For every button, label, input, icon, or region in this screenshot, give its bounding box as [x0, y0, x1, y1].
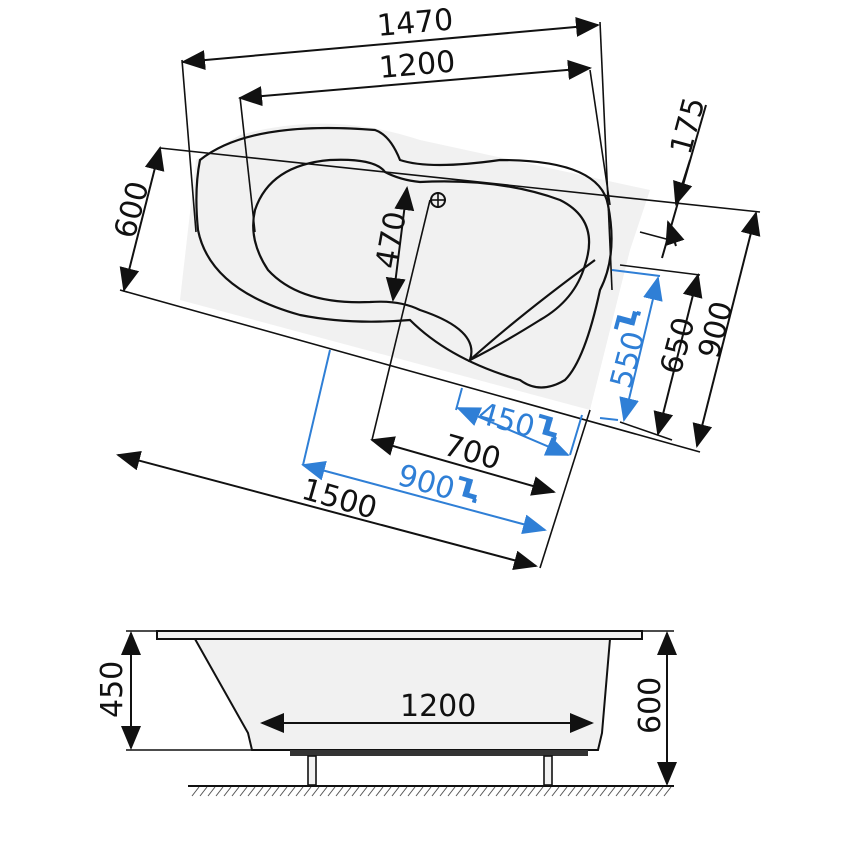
floor-hatch-mark: [559, 786, 568, 797]
dim-side-interior: 1200: [400, 689, 476, 724]
floor-hatch-mark: [431, 786, 440, 797]
dim-right-depth-outer: 900: [692, 298, 741, 362]
floor-hatch-mark: [623, 786, 632, 797]
floor-hatch-mark: [207, 786, 216, 797]
dim-inner-depth-line: [385, 186, 415, 302]
tub-seat-line: [469, 259, 596, 361]
floor-hatch-mark: [543, 786, 552, 797]
floor-hatch-mark: [503, 786, 512, 797]
dim-tap-side: 550: [604, 328, 653, 392]
floor-hatch-mark: [487, 786, 496, 797]
floor-hatch-mark: [343, 786, 352, 797]
floor-hatch-mark: [663, 786, 672, 797]
floor-hatch-mark: [335, 786, 344, 797]
dim-corner-offset: 175: [664, 94, 713, 158]
dim-inner-width-line: [238, 59, 592, 107]
floor-hatch-mark: [567, 786, 576, 797]
floor-hatch-mark: [639, 786, 648, 797]
dim-side-height: 600: [633, 677, 668, 734]
floor-hatching: [191, 786, 672, 797]
dim-tap-front-long: 900: [394, 458, 459, 507]
side-view: 1200 450 600: [95, 630, 677, 797]
floor-hatch-mark: [535, 786, 544, 797]
floor-hatch-mark: [247, 786, 256, 797]
floor-hatch-mark: [447, 786, 456, 797]
floor-hatch-mark: [519, 786, 528, 797]
floor-hatch-mark: [311, 786, 320, 797]
tub-side-leg-left: [307, 755, 317, 786]
drain-icon: [430, 192, 446, 208]
floor-hatch-mark: [375, 786, 384, 797]
floor-hatch-mark: [319, 786, 328, 797]
tub-rim: [195, 126, 613, 389]
tub-side-rim: [156, 630, 643, 640]
floor-hatch-mark: [263, 786, 272, 797]
floor-hatch-mark: [327, 786, 336, 797]
floor-hatch-mark: [495, 786, 504, 797]
dim-tap-front-long-line: [301, 461, 547, 534]
dim-tap-front-short-line: [456, 407, 570, 456]
floor-hatch-mark: [223, 786, 232, 797]
floor-hatch-mark: [439, 786, 448, 797]
dim-corner-offset-arrow-a: [673, 159, 693, 206]
floor-hatch-mark: [199, 786, 208, 797]
floor-hatch-mark: [479, 786, 488, 797]
dim-right-depth-inner-line: [653, 273, 703, 436]
tub-side-leg-right: [543, 755, 553, 786]
floor-hatch-mark: [351, 786, 360, 797]
floor-hatch-mark: [607, 786, 616, 797]
floor-hatch-mark: [391, 786, 400, 797]
floor-hatch-mark: [303, 786, 312, 797]
floor-hatch-mark: [399, 786, 408, 797]
floor-hatch-mark: [647, 786, 656, 797]
tub-basin: [252, 158, 591, 363]
floor-hatch-mark: [239, 786, 248, 797]
dim-left-depth-line: [119, 146, 165, 292]
floor-hatch-mark: [231, 786, 240, 797]
floor-hatch-mark: [295, 786, 304, 797]
floor-hatch-mark: [191, 786, 200, 797]
dim-side-depth: 450: [95, 661, 130, 718]
floor-hatch-mark: [407, 786, 416, 797]
floor-hatch-mark: [463, 786, 472, 797]
floor-hatch-mark: [271, 786, 280, 797]
floor-hatch-mark: [551, 786, 560, 797]
dim-corner-offset-arrow-b: [665, 220, 685, 247]
floor-hatch-mark: [527, 786, 536, 797]
floor-hatch-mark: [423, 786, 432, 797]
dim-tap-side-line: [619, 276, 663, 422]
floor-hatch-mark: [583, 786, 592, 797]
floor-hatch-mark: [471, 786, 480, 797]
dim-right-depth-outer-line: [692, 211, 761, 448]
dim-bottom-outer: 1500: [298, 472, 381, 527]
floor-hatch-mark: [575, 786, 584, 797]
extension-lines: [119, 21, 761, 569]
floor-hatch-mark: [287, 786, 296, 797]
floor-hatch-mark: [631, 786, 640, 797]
floor-hatch-mark: [655, 786, 664, 797]
top-view: 1470 1200 175 600 470 650 900 700 1500 5…: [108, 2, 761, 571]
dim-overall-width: 1470: [376, 2, 455, 44]
floor-hatch-mark: [255, 786, 264, 797]
tap-icon: [533, 413, 562, 442]
tap-icon: [453, 475, 482, 504]
floor-hatch-mark: [455, 786, 464, 797]
tub-side-base: [290, 750, 588, 756]
floor-hatch-mark: [599, 786, 608, 797]
dim-overall-width-line: [181, 16, 600, 71]
floor-hatch-mark: [279, 786, 288, 797]
floor-hatch-mark: [415, 786, 424, 797]
floor-hatch-mark: [615, 786, 624, 797]
floor-hatch-mark: [511, 786, 520, 797]
floor-hatch-mark: [359, 786, 368, 797]
floor-hatch-mark: [215, 786, 224, 797]
dim-inner-width: 1200: [378, 44, 457, 86]
floor-hatch-mark: [367, 786, 376, 797]
floor-hatch-mark: [591, 786, 600, 797]
dim-left-depth: 600: [108, 178, 157, 242]
floor-hatch-mark: [383, 786, 392, 797]
tub-outline: [180, 123, 650, 411]
